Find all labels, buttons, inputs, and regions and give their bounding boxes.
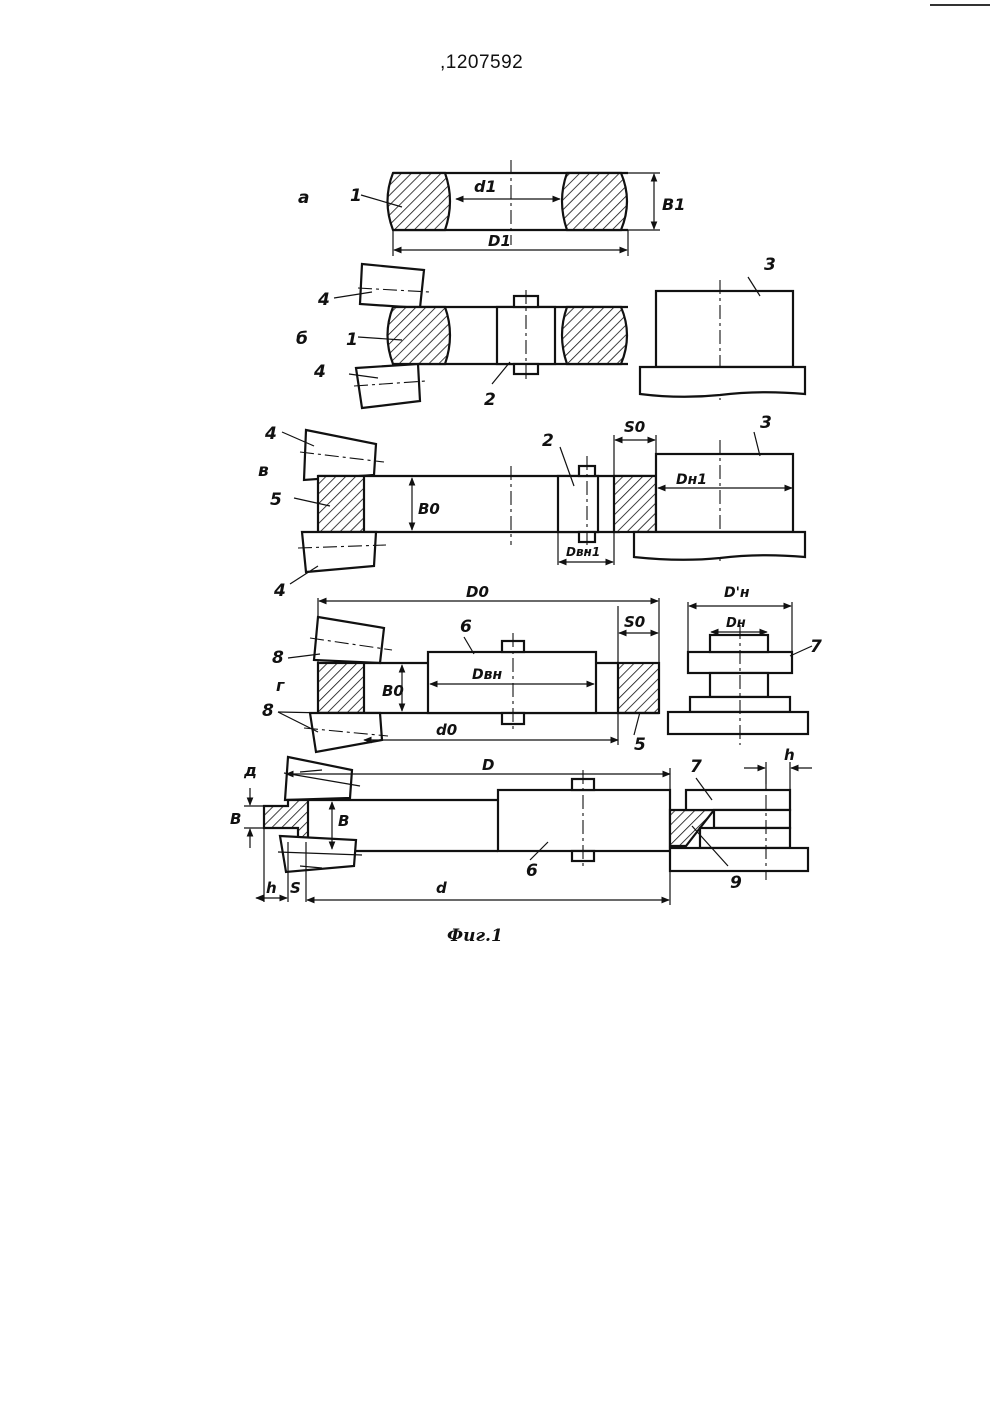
blank-1-left-section: [388, 173, 451, 230]
part-6-label-g: 6: [460, 617, 472, 637]
part-7-label-d: 7: [690, 757, 702, 777]
stage-v: в 4 5 4 2 3 S0 Dн1 B0 Dвн1: [258, 413, 805, 601]
part-6-label-d: 6: [526, 861, 538, 881]
press-3-v: [656, 454, 793, 532]
dim-h-label-right: h: [784, 746, 795, 764]
stage-d-label: д: [243, 761, 257, 780]
part-7-label-g: 7: [810, 637, 822, 657]
part-4-label-v-upper: 4: [264, 424, 277, 444]
part-1-label: 1: [350, 186, 362, 206]
ring-5-section-v: [318, 476, 364, 532]
stage-b-label: б: [296, 329, 308, 349]
dim-d-label: d: [436, 879, 447, 897]
part-5-label-g: 5: [634, 735, 646, 755]
dim-B-label-left: B: [230, 810, 241, 828]
ring-5-right-v: [614, 476, 656, 532]
part-8-label-g-lower: 8: [262, 701, 274, 721]
dim-B0-label-v: B0: [418, 500, 440, 518]
part-8-label-g-upper: 8: [272, 648, 284, 668]
blank-1-right-section: [562, 173, 627, 230]
ring-5-left-g: [318, 663, 364, 713]
part-5-label-v: 5: [270, 490, 282, 510]
part-3-label-v: 3: [760, 413, 772, 433]
stage-a-label: а: [298, 188, 309, 208]
dim-Dn1-label: Dн1: [676, 472, 707, 488]
roll-4-upper-v: [304, 430, 376, 480]
dim-D0-label: D0: [466, 583, 489, 601]
part-4-label-v-lower: 4: [273, 581, 286, 601]
stage-v-label: в: [258, 461, 269, 481]
dim-d1-label: d1: [474, 177, 497, 196]
roll-8-lower-g: [310, 713, 382, 752]
dim-S0-label-v: S0: [624, 418, 645, 436]
dim-Dn-label: Dн: [726, 616, 746, 631]
stage-g: 8 г 8 D0 6 Dвн B0 d0 S0 5 D'н Dн 7: [262, 583, 822, 755]
stage-a: а 1 d1 B1 D1: [298, 160, 685, 256]
roll-4-upper-b: [360, 264, 424, 308]
dim-B-label: B: [338, 812, 349, 830]
dim-Dvn1-label: Dвн1: [566, 545, 600, 559]
part-3-label-b: 3: [764, 255, 776, 275]
stage-b: б 4 1 4 2 3: [296, 255, 805, 410]
dim-D-label: D: [482, 756, 494, 774]
mandrel-6-d: [498, 790, 670, 851]
stage-g-label: г: [276, 676, 285, 695]
figure-caption: Фиг.1: [447, 926, 503, 946]
roll-4-lower-b: [356, 364, 420, 408]
dim-h-label-left: h: [266, 879, 277, 897]
part-4-label-b-upper: 4: [317, 290, 330, 310]
dim-S-label: S: [290, 879, 301, 897]
part-9-label-d: 9: [730, 873, 742, 893]
die-7-upper-d: [686, 790, 790, 810]
part-2-label-b: 2: [484, 390, 496, 410]
dim-S0-label-g: S0: [624, 613, 645, 631]
dim-Dn-prime-label: D'н: [724, 585, 750, 601]
press-3-b: [656, 291, 793, 367]
part-2-label-v: 2: [542, 431, 554, 451]
part-4-label-b-lower: 4: [313, 362, 326, 382]
dim-B0-label-g: B0: [382, 682, 404, 700]
roll-4-lower-v: [302, 532, 376, 572]
dim-D1-label: D1: [488, 232, 511, 250]
stage-d: д B B D 6 7 h 9 h S d: [230, 746, 812, 905]
dim-Dvn-label: Dвн: [472, 667, 502, 683]
mandrel-6-g: [428, 652, 596, 713]
ring-5-right-g: [618, 663, 659, 713]
dim-B1-label: B1: [662, 195, 685, 214]
part-1-label-b: 1: [346, 330, 358, 350]
dim-d0-label: d0: [436, 721, 457, 739]
roll-8-upper-g: [314, 617, 384, 663]
mandrel-2-v: [558, 476, 598, 532]
